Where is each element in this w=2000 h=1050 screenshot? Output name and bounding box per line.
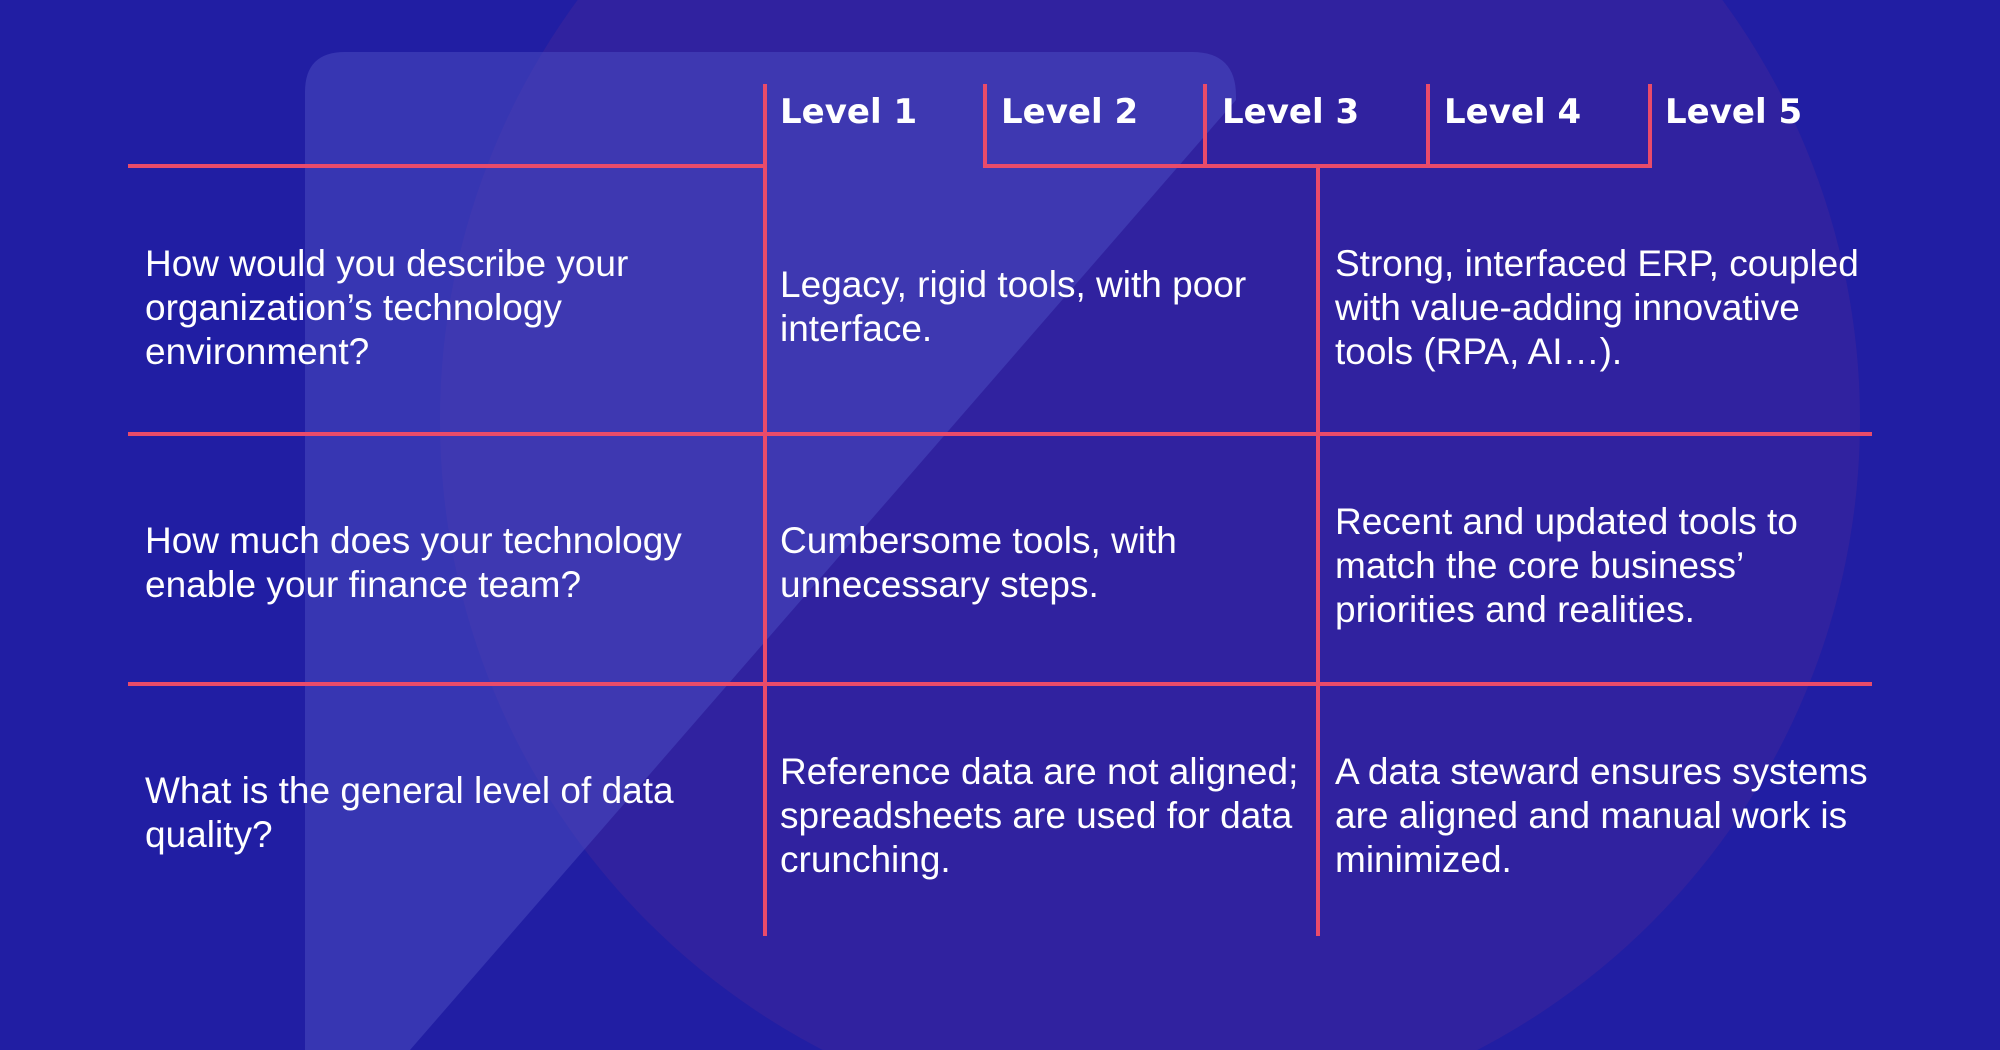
level2-divider [983, 84, 987, 168]
level-high-cell: Recent and updated tools to match the co… [1335, 496, 1875, 636]
level-5-label: Level 5 [1665, 92, 1803, 132]
level-low-cell: Reference data are not aligned; spreadsh… [780, 746, 1300, 886]
question-text: What is the general level of data qualit… [145, 770, 674, 855]
row1-separator [128, 432, 1872, 436]
level-3-label: Level 3 [1222, 92, 1360, 132]
level-low-text: Reference data are not aligned; spreadsh… [780, 751, 1299, 880]
question-cell: What is the general level of data qualit… [145, 768, 760, 858]
level-high-text: A data steward ensures systems are align… [1335, 751, 1868, 880]
level-2-label: Level 2 [1001, 92, 1139, 132]
level-high-cell: A data steward ensures systems are align… [1335, 746, 1875, 886]
level-low-text: Legacy, rigid tools, with poor interface… [780, 264, 1247, 349]
level-high-cell: Strong, interfaced ERP, coupled with val… [1335, 238, 1875, 378]
question-text: How much does your technology enable you… [145, 520, 682, 605]
level-low-text: Cumbersome tools, with unnecessary steps… [780, 520, 1177, 605]
level-1-label: Level 1 [780, 92, 918, 132]
high-level-divider [1316, 164, 1320, 936]
level3-divider [1203, 84, 1207, 168]
level-low-cell: Cumbersome tools, with unnecessary steps… [780, 518, 1280, 608]
question-cell: How much does your technology enable you… [145, 518, 760, 608]
level-4-label: Level 4 [1444, 92, 1582, 132]
level5-divider [1648, 84, 1652, 168]
level-high-text: Recent and updated tools to match the co… [1335, 501, 1798, 630]
header-rule-left [128, 164, 767, 168]
level-low-cell: Legacy, rigid tools, with poor interface… [780, 262, 1310, 352]
level-high-text: Strong, interfaced ERP, coupled with val… [1335, 243, 1859, 372]
level4-divider [1426, 84, 1430, 168]
level1-divider [763, 84, 767, 936]
question-cell: How would you describe your organization… [145, 238, 745, 378]
row2-separator [128, 682, 1872, 686]
question-text: How would you describe your organization… [145, 243, 629, 372]
background-panel [305, 52, 1236, 1050]
